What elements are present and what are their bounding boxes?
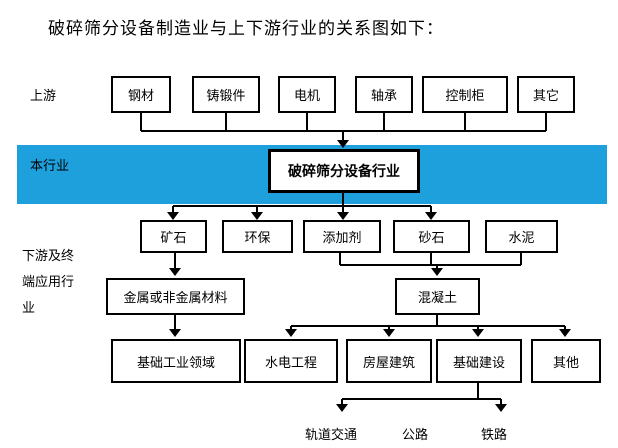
- page-title: 破碎筛分设备制造业与上下游行业的关系图如下：: [48, 19, 444, 39]
- use-highway: 公路: [402, 428, 429, 443]
- node-sand-gravel: 砂石: [393, 220, 470, 253]
- use-rail-transit: 轨道交通: [305, 428, 358, 443]
- node-steel: 钢材: [111, 76, 171, 113]
- node-control-cabinet: 控制柜: [422, 76, 508, 113]
- upstream-label: 上游: [30, 89, 57, 104]
- node-motor: 电机: [278, 76, 336, 113]
- use-railway: 铁路: [481, 428, 508, 443]
- node-crushing-screening-industry: 破碎筛分设备行业: [268, 149, 420, 193]
- node-concrete: 混凝土: [395, 278, 480, 315]
- node-basic-industry: 基础工业领域: [111, 339, 241, 383]
- node-bearing: 轴承: [355, 76, 413, 113]
- downstream-label-line-1: 下游及终: [22, 249, 75, 264]
- downstream-label-line-3: 业: [22, 301, 36, 316]
- downstream-label: 下游及终 端应用行 业: [22, 244, 74, 322]
- downstream-label-line-2: 端应用行: [22, 275, 75, 290]
- industry-label: 本行业: [30, 159, 70, 174]
- node-upstream-other: 其它: [517, 76, 575, 113]
- node-additive: 添加剂: [303, 220, 381, 253]
- node-housing-construction: 房屋建筑: [346, 339, 432, 383]
- node-mineral-ore: 矿石: [140, 220, 207, 253]
- node-castings-forgings: 铸锻件: [192, 76, 260, 113]
- node-level3-other: 其他: [531, 339, 601, 383]
- node-metal-nonmetal-materials: 金属或非金属材料: [106, 278, 245, 315]
- node-cement: 水泥: [485, 220, 558, 253]
- node-infrastructure: 基础建设: [436, 339, 522, 383]
- node-environmental: 环保: [222, 220, 293, 253]
- node-hydropower-engineering: 水电工程: [244, 339, 338, 383]
